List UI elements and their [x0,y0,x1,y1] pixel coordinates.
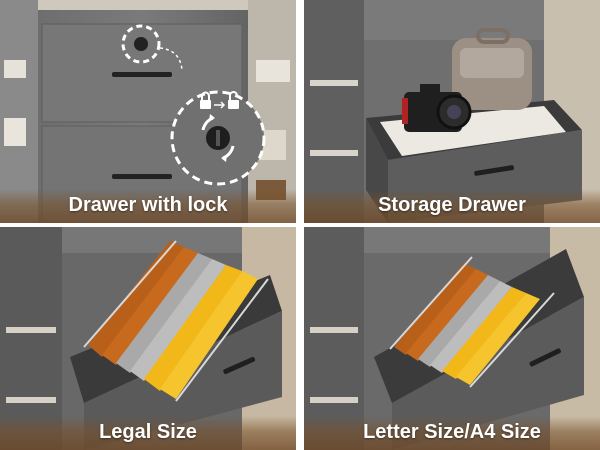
caption-bar: Letter Size/A4 Size [304,416,600,450]
panel-storage-drawer: Storage Drawer [304,0,600,223]
caption-bar: Legal Size [0,416,296,450]
camera-bag-icon [452,28,532,110]
panel-drawer-with-lock: Drawer with lock [0,0,296,223]
caption-bar: Drawer with lock [0,189,296,223]
unlocked-padlock-icon [228,91,239,109]
panel-letter-a4-size: Letter Size/A4 Size [304,227,600,450]
hanging-folders-legal [83,240,269,402]
lock-highlight-ring [121,24,161,64]
storage-drawer-photo [304,0,600,223]
panel-legal-size: Legal Size [0,227,296,450]
caption-letter-a4-size: Letter Size/A4 Size [363,421,541,443]
hanging-folders-letter [389,256,555,388]
caption-legal-size: Legal Size [99,421,197,443]
caption-storage-drawer: Storage Drawer [378,194,526,216]
rotate-arrows-icon [201,114,235,162]
legal-size-files-photo [0,227,296,450]
letter-size-files-photo [304,227,600,450]
camera-icon [402,84,472,132]
caption-bar: Storage Drawer [304,189,600,223]
caption-drawer-with-lock: Drawer with lock [68,194,228,216]
padlock-icon [200,91,211,109]
